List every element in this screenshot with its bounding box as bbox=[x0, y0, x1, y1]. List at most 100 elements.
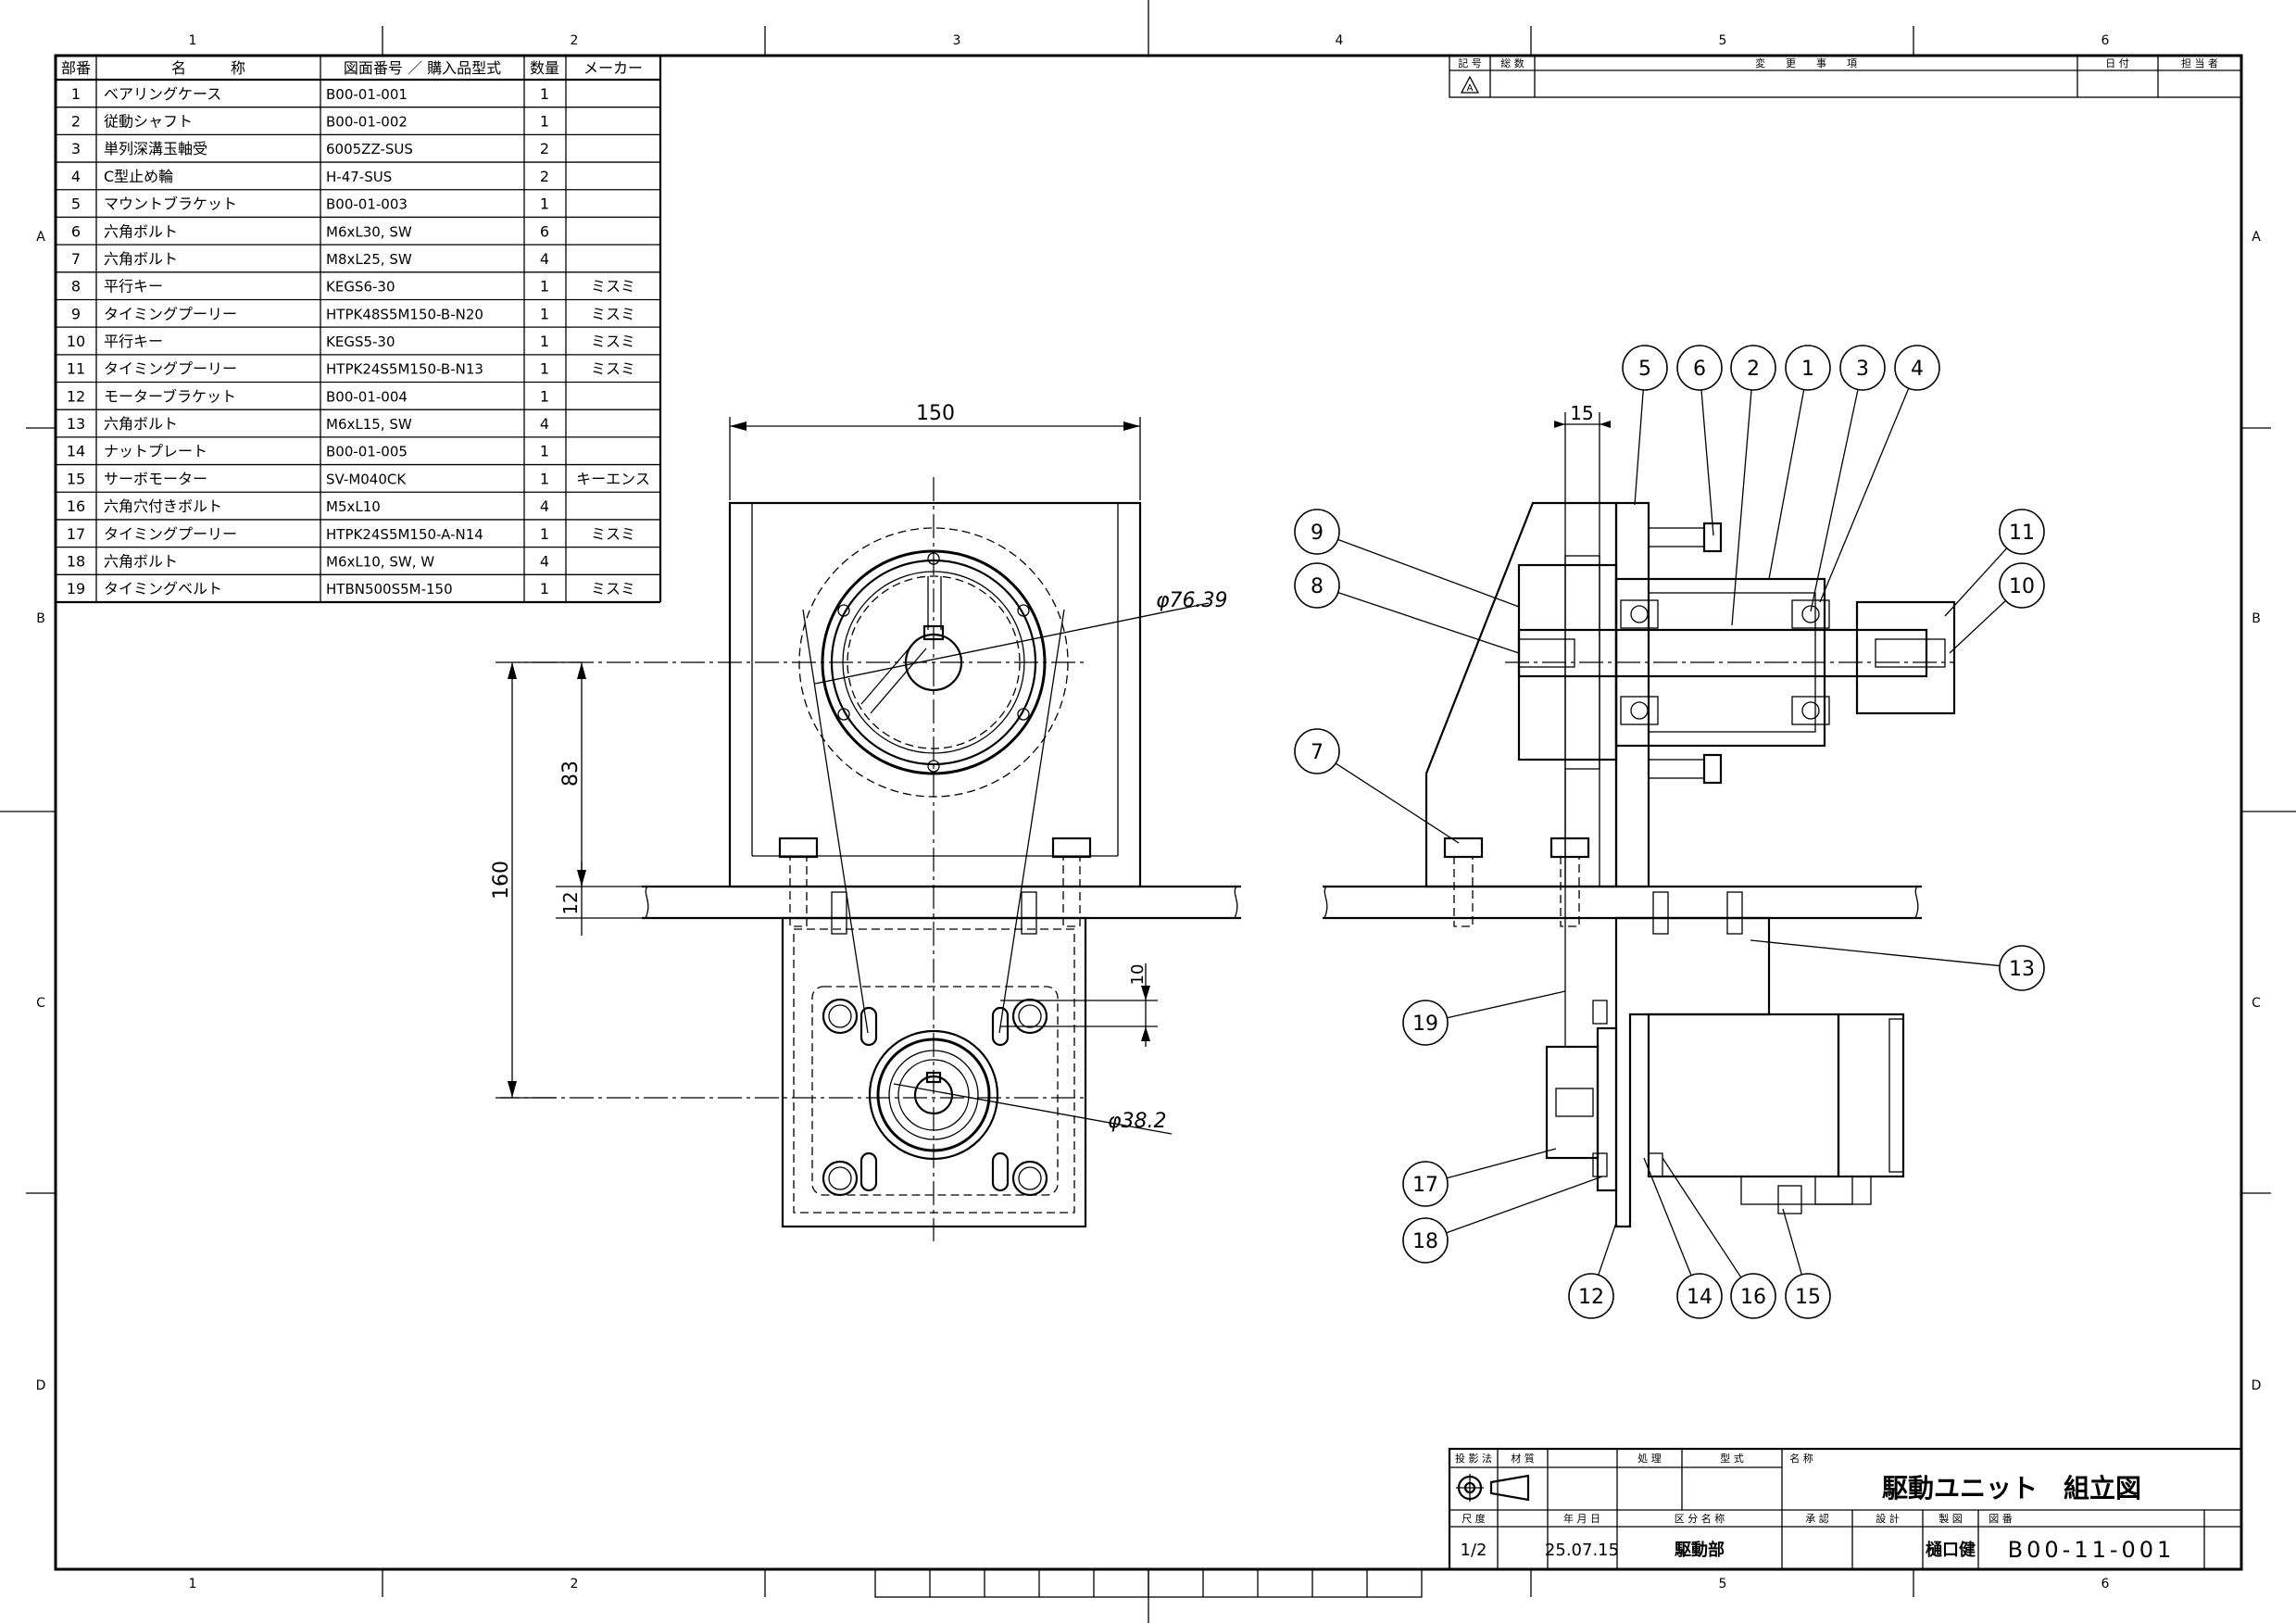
part-drawing-no: HTPK24S5M150-B-N13 bbox=[326, 361, 483, 378]
title-category-label: 区 分 名 称 bbox=[1675, 1512, 1725, 1525]
title-drawing-number: B00-11-001 bbox=[2008, 1537, 2176, 1563]
part-number: 1 bbox=[71, 85, 81, 103]
part-name: マウントブラケット bbox=[104, 195, 237, 213]
title-date-value: 25.07.15 bbox=[1545, 1541, 1619, 1560]
part-number: 9 bbox=[71, 305, 81, 322]
revision-change-label: 変 更 事 項 bbox=[1755, 57, 1857, 69]
zone-row-d-left: D bbox=[36, 1378, 46, 1393]
part-maker: ミスミ bbox=[591, 333, 635, 350]
part-drawing-no: HTPK24S5M150-A-N14 bbox=[326, 526, 483, 543]
balloon-label: 5 bbox=[1638, 358, 1651, 381]
dim-side-15: 15 bbox=[1570, 402, 1593, 424]
balloon-18: 18 bbox=[1402, 1217, 1449, 1264]
part-name: 単列深溝玉軸受 bbox=[104, 140, 207, 157]
balloon-label: 7 bbox=[1311, 741, 1324, 764]
part-drawing-no: B00-01-001 bbox=[326, 86, 408, 103]
part-number: 4 bbox=[71, 168, 81, 185]
part-maker: ミスミ bbox=[591, 305, 635, 322]
parts-header-drawing-no: 図面番号 ／ 購入品型式 bbox=[344, 59, 501, 77]
title-drawing-no-label: 図 番 bbox=[1989, 1513, 2013, 1525]
balloon-label: 14 bbox=[1687, 1286, 1713, 1309]
parts-header-name: 名 称 bbox=[171, 59, 245, 77]
zone-col-6-top: 6 bbox=[2102, 33, 2110, 48]
balloon-19: 19 bbox=[1402, 1000, 1449, 1046]
title-drawing-name: 駆動ユニット 組立図 bbox=[1882, 1473, 2141, 1503]
title-date-label: 年 月 日 bbox=[1563, 1512, 1600, 1525]
revision-triangle-icon bbox=[1460, 75, 1480, 94]
part-name: サーボモーター bbox=[104, 470, 207, 487]
part-maker: ミスミ bbox=[591, 360, 635, 378]
part-drawing-no: B00-01-003 bbox=[326, 196, 408, 213]
part-drawing-no: B00-01-005 bbox=[326, 444, 408, 460]
balloon-9: 9 bbox=[1294, 509, 1340, 555]
title-approval-label: 承 認 bbox=[1805, 1512, 1829, 1525]
title-scale-value: 1/2 bbox=[1461, 1541, 1487, 1560]
revision-mark-label: 記 号 bbox=[1458, 57, 1482, 69]
balloon-leaders bbox=[1335, 387, 2008, 1278]
zone-row-a-left: A bbox=[36, 230, 45, 245]
part-maker: キーエンス bbox=[576, 470, 650, 487]
zone-row-b-left: B bbox=[36, 611, 45, 626]
title-scale-label: 尺 度 bbox=[1462, 1512, 1486, 1525]
balloon-7: 7 bbox=[1294, 728, 1340, 774]
part-name: タイミングプーリー bbox=[104, 305, 237, 322]
balloon-label: 8 bbox=[1311, 575, 1324, 598]
balloon-14: 14 bbox=[1676, 1273, 1723, 1319]
title-design-label: 設 計 bbox=[1876, 1512, 1900, 1525]
title-block: 投 影 法 材 質 処 理 型 式 名 称 尺 度 年 月 日 区 分 名 称 … bbox=[1448, 1447, 2243, 1571]
balloon-label: 16 bbox=[1740, 1286, 1766, 1309]
revision-block: 記 号 総 数 変 更 事 項 日 付 担 当 者 A bbox=[1449, 55, 2242, 98]
zone-col-5-bottom: 5 bbox=[1719, 1577, 1727, 1592]
zone-row-c-right: C bbox=[2252, 996, 2261, 1011]
zone-labels: 1 2 3 4 5 6 1 2 5 6 A B C D A B C D bbox=[36, 33, 2262, 1592]
balloon-label: 19 bbox=[1412, 1013, 1438, 1036]
dim-slot-10: 10 bbox=[1128, 964, 1148, 986]
part-name: タイミングプーリー bbox=[104, 360, 237, 378]
part-quantity: 1 bbox=[540, 387, 549, 405]
part-drawing-no: M6xL10, SW, W bbox=[326, 553, 434, 570]
part-number: 3 bbox=[71, 140, 81, 157]
part-number: 17 bbox=[67, 525, 85, 543]
part-number: 5 bbox=[71, 195, 81, 213]
part-name: ナットプレート bbox=[104, 443, 207, 460]
part-drawing-no: KEGS5-30 bbox=[326, 333, 395, 350]
revision-person-label: 担 当 者 bbox=[2181, 57, 2218, 69]
balloon-label: 11 bbox=[2009, 522, 2035, 545]
balloon-15: 15 bbox=[1785, 1273, 1831, 1319]
balloon-label: 3 bbox=[1856, 358, 1869, 381]
part-quantity: 1 bbox=[540, 85, 549, 103]
balloon-11: 11 bbox=[1999, 509, 2045, 555]
balloon-label: 13 bbox=[2009, 958, 2035, 981]
third-angle-projection-icon bbox=[1456, 1474, 1530, 1502]
zone-col-4-top: 4 bbox=[1336, 33, 1344, 48]
zone-col-3-top: 3 bbox=[953, 33, 961, 48]
part-quantity: 1 bbox=[540, 333, 549, 350]
balloon-12: 12 bbox=[1568, 1273, 1614, 1319]
part-name: ベアリングケース bbox=[104, 85, 221, 103]
zone-row-d-right: D bbox=[2252, 1378, 2262, 1393]
part-quantity: 1 bbox=[540, 305, 549, 322]
table-row: 1 ベアリングケース B00-01-001 1 bbox=[71, 85, 549, 103]
balloon-1: 1 bbox=[1785, 345, 1831, 391]
part-quantity: 1 bbox=[540, 278, 549, 296]
part-number: 18 bbox=[67, 552, 85, 570]
part-quantity: 1 bbox=[540, 443, 549, 460]
balloon-8: 8 bbox=[1294, 562, 1340, 609]
part-maker: ミスミ bbox=[591, 580, 635, 598]
part-quantity: 4 bbox=[540, 497, 549, 515]
part-name: C型止め輪 bbox=[104, 168, 173, 185]
balloon-label: 2 bbox=[1747, 358, 1760, 381]
part-name: 平行キー bbox=[104, 278, 163, 296]
zone-col-6-bottom: 6 bbox=[2102, 1577, 2110, 1592]
part-drawing-no: M5xL10 bbox=[326, 498, 381, 515]
title-name-label: 名 称 bbox=[1789, 1452, 1813, 1465]
part-number: 14 bbox=[67, 443, 85, 460]
